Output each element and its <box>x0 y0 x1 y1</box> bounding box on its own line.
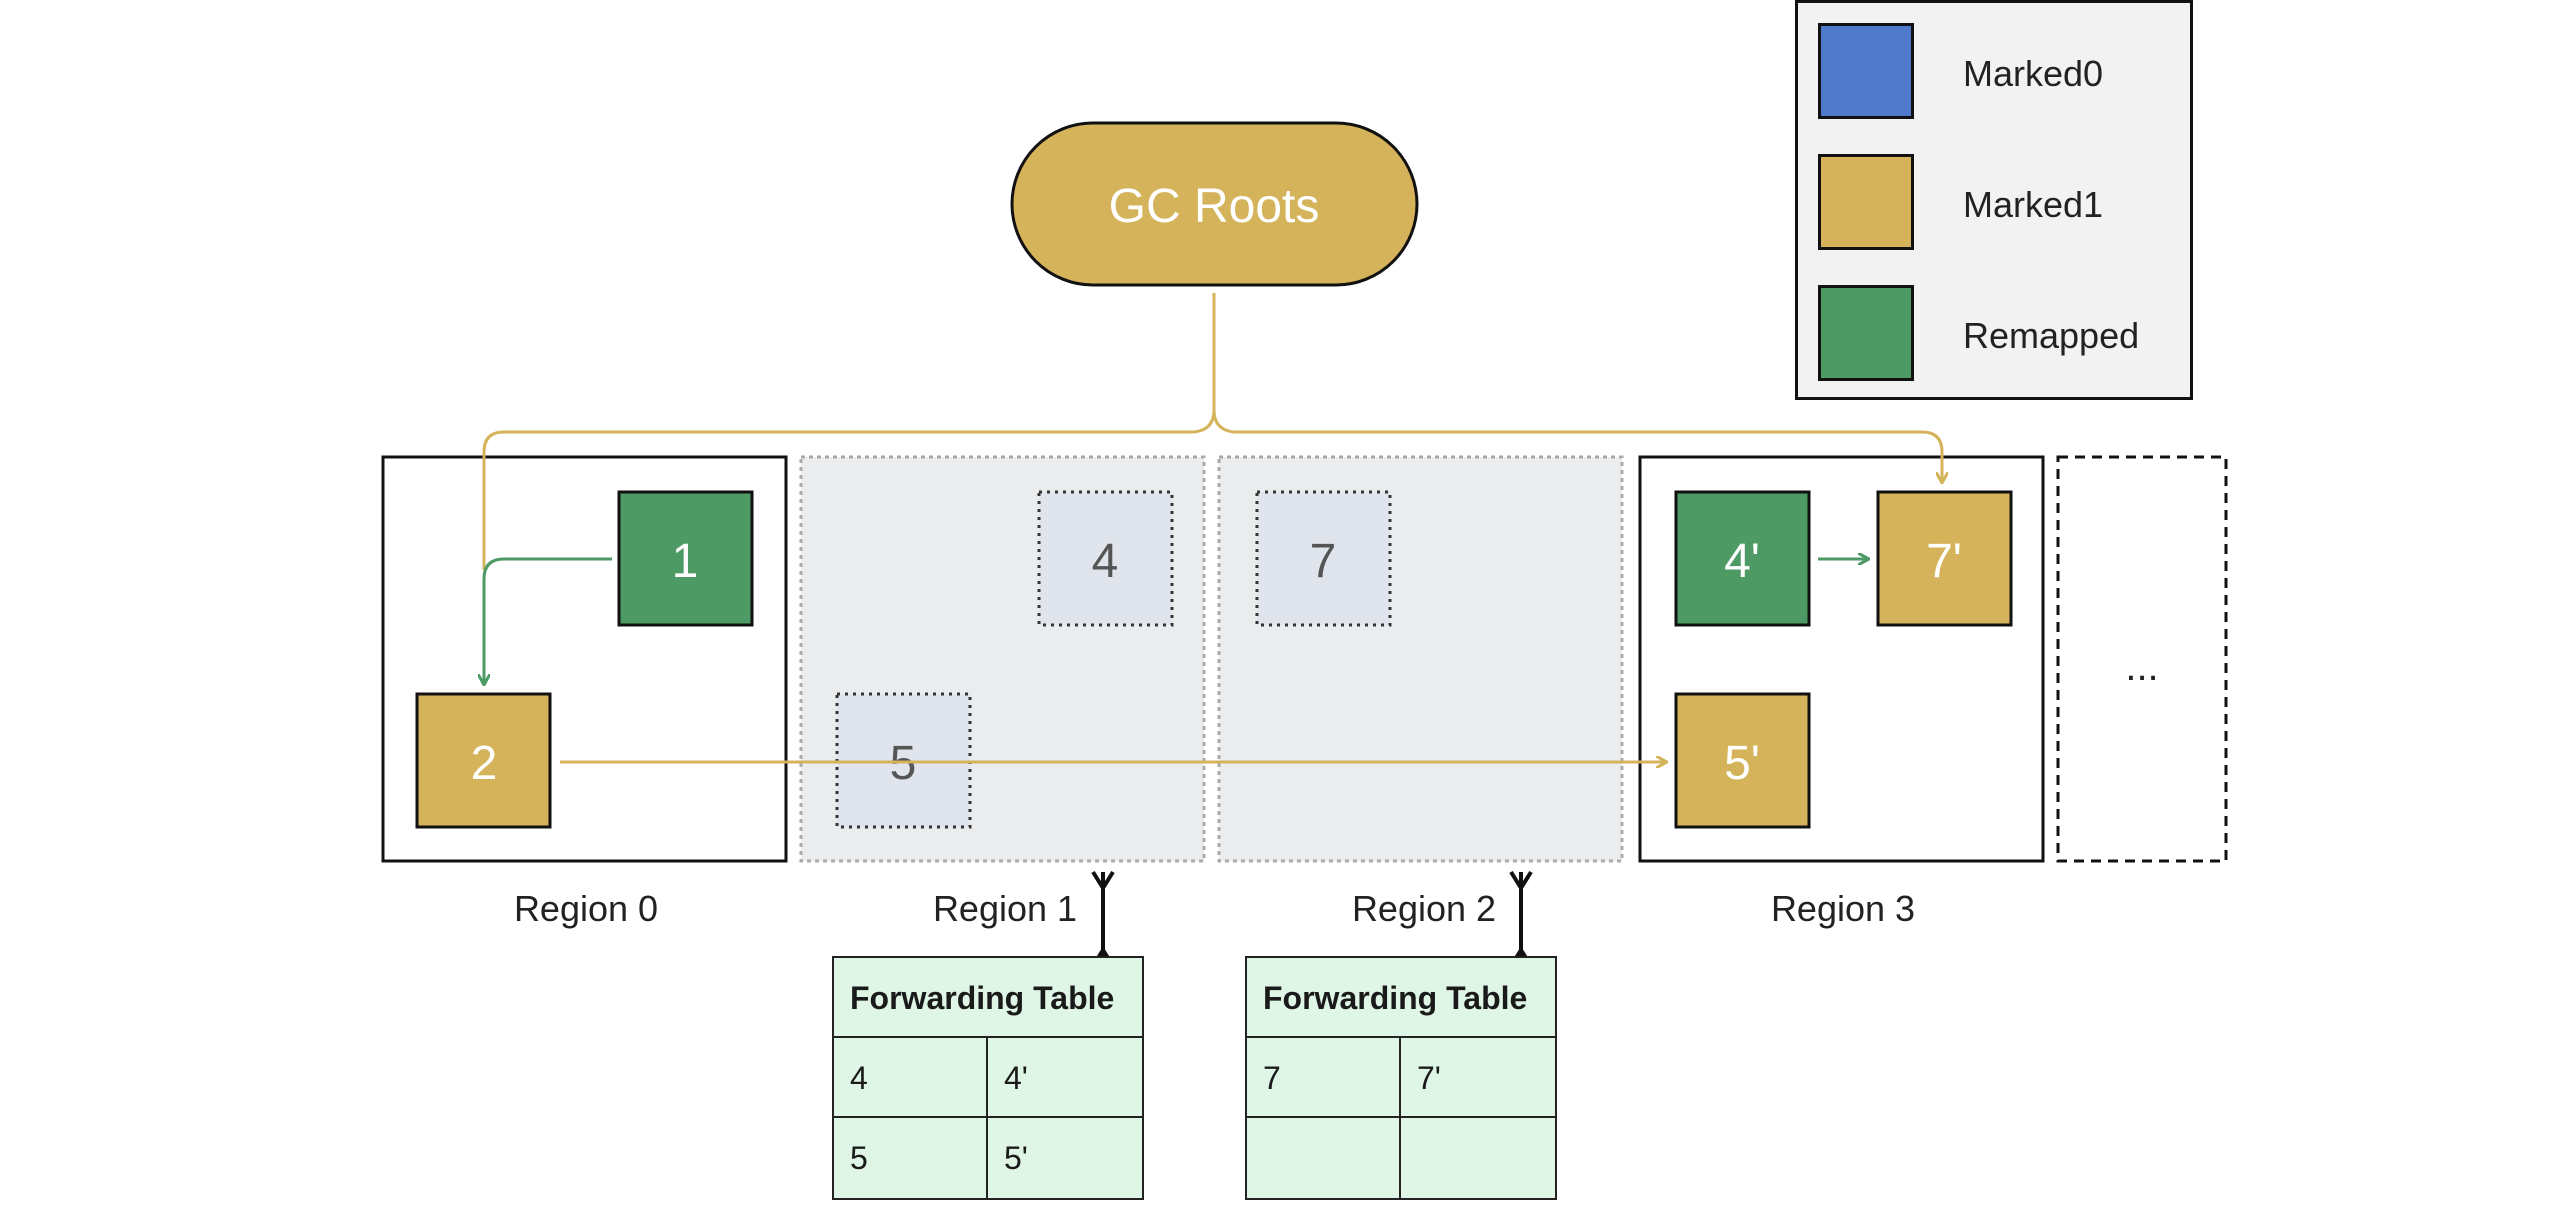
object-7-prime-label: 7' <box>1926 535 1962 588</box>
legend-swatch-remapped <box>1818 285 1914 381</box>
table-row <box>1247 1118 1555 1198</box>
object-7-stale <box>1255 490 1392 627</box>
legend-label-remapped: Remapped <box>1963 315 2140 356</box>
forwarding-table-title: Forwarding Table <box>834 958 1142 1038</box>
region-0-label: Region 0 <box>513 888 659 929</box>
legend-label-marked1: Marked1 <box>1963 184 2104 225</box>
region-1-label: Region 1 <box>932 888 1078 929</box>
roots-edge-to-object-2 <box>482 293 1216 570</box>
forwarding-table-title: Forwarding Table <box>1247 958 1555 1038</box>
table-row: 4 4' <box>834 1038 1142 1118</box>
forwarding-table-region-2: Forwarding Table 7 7' <box>1245 956 1557 1200</box>
object-7-prime <box>1876 490 2013 627</box>
table-cell: 7 <box>1247 1038 1401 1116</box>
forwarding-table-region-1: Forwarding Table 4 4' 5 5' <box>832 956 1144 1200</box>
region-2-label: Region 2 <box>1351 888 1497 929</box>
table-cell: 4' <box>1004 1060 1028 1096</box>
region-3-label: Region 3 <box>1770 888 1916 929</box>
object-4-label: 4 <box>1092 535 1119 588</box>
legend-label-marked0: Marked0 <box>1963 53 2104 94</box>
object-1-label: 1 <box>672 535 699 588</box>
table-cell: 4 <box>834 1038 988 1116</box>
legend-item-marked1: Marked1 <box>1818 154 2158 250</box>
legend-item-remapped: Remapped <box>1818 285 2158 381</box>
object-4-prime <box>1674 490 1811 627</box>
edge-1-to-2 <box>484 557 612 684</box>
table-row: 7 7' <box>1247 1038 1555 1118</box>
gc-roots-node <box>1010 121 1419 287</box>
legend-item-marked0: Marked0 <box>1818 23 2158 119</box>
object-5-prime <box>1674 692 1811 829</box>
table-cell <box>1247 1118 1401 1198</box>
object-4-prime-label: 4' <box>1724 535 1760 588</box>
object-1 <box>617 490 754 627</box>
legend-swatch-marked1 <box>1818 154 1914 250</box>
table-cell: 5 <box>834 1118 988 1198</box>
object-5-prime-label: 5' <box>1724 737 1760 790</box>
table-row: 5 5' <box>834 1118 1142 1198</box>
roots-edge-to-object-7p <box>1212 409 1942 482</box>
region-more-ellipsis: ... <box>2125 645 2158 689</box>
legend-swatch-marked0 <box>1818 23 1914 119</box>
table-cell <box>1401 1118 1555 1198</box>
legend: Marked0 Marked1 Remapped <box>1795 0 2193 400</box>
region-more-box <box>2056 455 2228 863</box>
object-2-label: 2 <box>471 737 498 790</box>
object-4-stale <box>1037 490 1174 627</box>
table-cell: 5' <box>1004 1140 1028 1176</box>
table-cell: 7' <box>1417 1060 1441 1096</box>
object-7-label: 7 <box>1310 535 1337 588</box>
object-2 <box>415 692 552 829</box>
gc-roots-label: GC Roots <box>1109 180 1320 233</box>
